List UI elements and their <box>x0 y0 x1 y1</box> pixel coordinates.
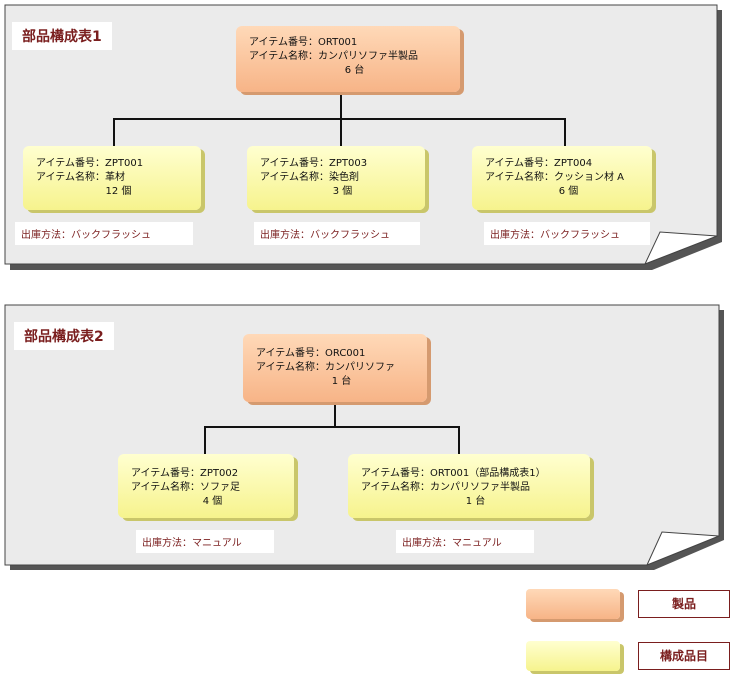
item-name: アイテム名称：革材 <box>36 172 125 183</box>
connector <box>340 118 342 146</box>
item-quantity: 3 個 <box>332 186 353 197</box>
item-number: アイテム番号：ORT001（部品構成表1） <box>361 468 546 479</box>
connector <box>204 426 206 454</box>
component-item-node: アイテム番号：ZPT004 アイテム名称：クッション材 A 6 個 <box>472 146 652 210</box>
issue-method-label: 出庫方法：バックフラッシュ <box>15 222 193 245</box>
item-quantity: 4 個 <box>202 496 223 507</box>
connector <box>113 118 115 146</box>
item-quantity: 6 台 <box>344 65 365 76</box>
item-number: アイテム番号：ZPT002 <box>131 468 239 479</box>
connector <box>458 426 460 454</box>
panel-1-title: 部品構成表1 <box>12 22 112 50</box>
item-number: アイテム番号：ORT001 <box>249 37 358 48</box>
item-number: アイテム番号：ORC001 <box>256 348 366 359</box>
item-name: アイテム名称：染色剤 <box>260 172 359 183</box>
item-number: アイテム番号：ZPT004 <box>485 158 593 169</box>
connector <box>204 426 460 428</box>
item-name: アイテム名称：カンパリソファ <box>256 362 395 373</box>
issue-method-label: 出庫方法：マニュアル <box>396 530 534 553</box>
legend-product-swatch <box>526 589 620 619</box>
parent-item-node: アイテム番号：ORC001 アイテム名称：カンパリソファ 1 台 <box>243 334 427 402</box>
item-number: アイテム番号：ZPT001 <box>36 158 144 169</box>
item-number: アイテム番号：ZPT003 <box>260 158 368 169</box>
legend-component-label: 構成品目 <box>638 642 730 670</box>
component-item-node: アイテム番号：ZPT002 アイテム名称：ソファ足 4 個 <box>118 454 294 518</box>
legend-component-swatch <box>526 641 620 671</box>
component-item-node: アイテム番号：ZPT003 アイテム名称：染色剤 3 個 <box>247 146 425 210</box>
item-quantity: 6 個 <box>558 186 579 197</box>
connector <box>334 402 336 428</box>
component-item-node: アイテム番号：ZPT001 アイテム名称：革材 12 個 <box>23 146 201 210</box>
item-name: アイテム名称：ソファ足 <box>131 482 240 493</box>
connector <box>340 92 342 120</box>
item-name: アイテム名称：カンパリソファ半製品 <box>361 482 530 493</box>
item-name: アイテム名称：カンパリソファ半製品 <box>249 51 418 62</box>
issue-method-label: 出庫方法：マニュアル <box>136 530 274 553</box>
issue-method-label: 出庫方法：バックフラッシュ <box>254 222 420 245</box>
item-name: アイテム名称：クッション材 A <box>485 172 625 183</box>
legend-product-label: 製品 <box>638 590 730 618</box>
parent-item-node: アイテム番号：ORT001 アイテム名称：カンパリソファ半製品 6 台 <box>236 26 460 92</box>
item-quantity: 12 個 <box>105 186 132 197</box>
panel-2-title: 部品構成表2 <box>14 322 114 350</box>
item-quantity: 1 台 <box>331 376 352 387</box>
connector <box>113 118 566 120</box>
connector <box>564 118 566 146</box>
item-quantity: 1 台 <box>465 496 486 507</box>
issue-method-label: 出庫方法：バックフラッシュ <box>484 222 650 245</box>
component-item-node: アイテム番号：ORT001（部品構成表1） アイテム名称：カンパリソファ半製品 … <box>348 454 590 518</box>
